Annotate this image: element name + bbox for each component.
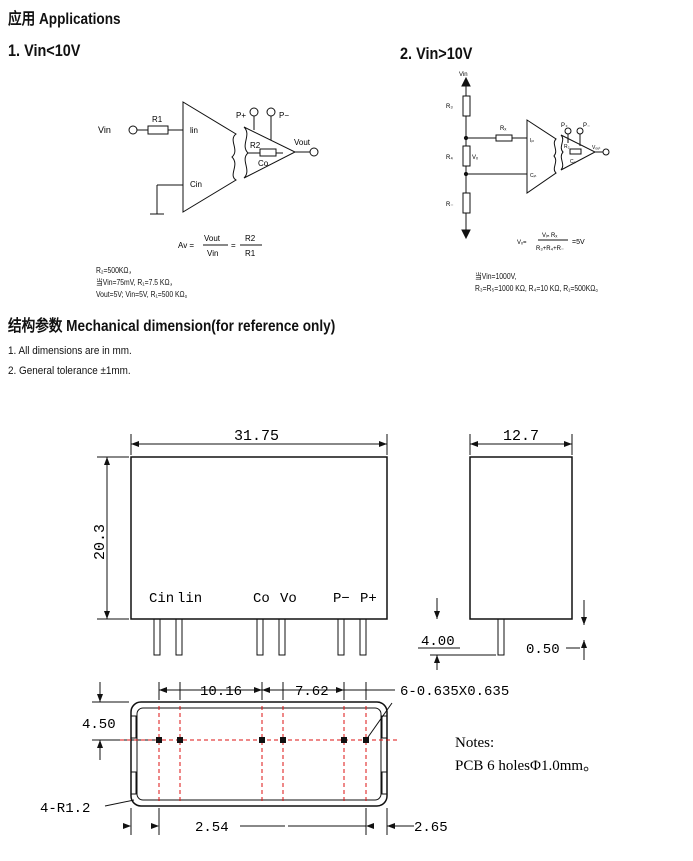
- c2-formula-lhs: Vₓ=: [517, 240, 527, 246]
- c1-pminus-label: P−: [279, 111, 289, 120]
- dim-width: 31.75: [234, 428, 279, 445]
- bottom-view-body: [130, 701, 388, 807]
- c2-vout-label: Vₒᵤₜ: [592, 145, 601, 151]
- c2-r5-label: R₋: [446, 202, 454, 208]
- dim-edge-x1: 2.54: [195, 820, 229, 836]
- pin-label-lin: lin: [177, 591, 202, 607]
- mechanical-heading: 结构参数 Mechanical dimension(for reference …: [8, 318, 336, 335]
- c2-co-label: Cₒ: [570, 159, 576, 165]
- c2-formula-num: Vᵢₙ Rₓ: [542, 233, 557, 239]
- c1-r2-label: R2: [250, 141, 261, 150]
- mech-note-2: 2. General tolerance ±1mm.: [8, 365, 131, 377]
- c2-note1: 当Vin=1000V,: [475, 272, 517, 281]
- dim-pin-length: 4.00: [421, 634, 455, 650]
- c1-lin-label: lin: [190, 126, 198, 135]
- dim-pitch-2: 7.62: [295, 684, 329, 700]
- dim-holes: 6-0.635X0.635: [400, 684, 509, 700]
- c1-formula-av: Av =: [178, 241, 194, 250]
- dim-pitch-1: 10.16: [200, 684, 242, 700]
- c1-formula-num1: Vout: [204, 234, 221, 243]
- c1-co-label: Co: [258, 159, 269, 168]
- c2-vin-label: Vin: [459, 72, 468, 78]
- c2-vx-label: Vₓ: [472, 155, 478, 161]
- c2-cin-label: Cᵢₙ: [530, 173, 536, 179]
- c2-formula-den: R₃+R₄+R₋: [536, 246, 564, 252]
- pin-holes: [156, 737, 369, 743]
- c1-pplus-label: P+: [236, 111, 246, 120]
- c2-pplus-label: P₊: [561, 123, 568, 129]
- pin-centerlines: [120, 706, 400, 802]
- dim-height: 20.3: [92, 524, 109, 560]
- pin-label-pplus: P+: [360, 591, 377, 607]
- c1-cin-label: Cin: [190, 180, 202, 189]
- dim-edge-y: 4.50: [82, 717, 116, 733]
- c2-formula-rhs: =5V: [572, 239, 585, 246]
- case2-title: 2. Vin>10V: [400, 44, 473, 63]
- case1-title: 1. Vin<10V: [8, 41, 81, 60]
- c1-vout-label: Vout: [294, 138, 311, 147]
- c2-r3-label: R₃: [446, 104, 453, 110]
- pcb-notes-title: Notes:: [455, 735, 494, 751]
- c1-note1: R₂=500KΩ，: [96, 266, 136, 275]
- mech-note-1: 1. All dimensions are in mm.: [8, 345, 132, 357]
- c1-formula-num2: R2: [245, 234, 256, 243]
- pin-label-co: Co: [253, 591, 270, 607]
- c2-lin-label: Iᵢₙ: [530, 138, 534, 144]
- dim-depth: 12.7: [503, 428, 539, 445]
- dim-pin-width: 0.50: [526, 642, 560, 658]
- c2-pminus-label: P₋: [583, 123, 590, 129]
- c1-r1-label: R1: [152, 115, 163, 124]
- c1-note2: 当Vin=75mV, R₁=7.5 KΩ，: [96, 278, 177, 287]
- c2-note2: R₃=R₅=1000 KΩ, R₄=10 KΩ, R₁=500KΩ。: [475, 284, 603, 293]
- pin-label-vo: Vo: [280, 591, 297, 607]
- c2-r2-label: R₂: [564, 144, 570, 150]
- side-view-body: [469, 456, 573, 620]
- c2-rx-label: Rₓ: [500, 126, 506, 132]
- applications-heading: 应用 Applications: [8, 11, 121, 28]
- c2-r4-label: R₄: [446, 155, 453, 161]
- c1-note3: Vout=5V; Vin=5V, R₁=500 KΩ。: [96, 290, 192, 299]
- pcb-notes-line: PCB 6 holesΦ1.0mm。: [455, 758, 598, 774]
- c1-formula-eq: =: [231, 241, 236, 250]
- dim-radius: 4-R1.2: [40, 801, 90, 817]
- pin-label-cin: Cin: [149, 591, 174, 607]
- dim-edge-x2: 2.65: [414, 820, 448, 836]
- c1-vin-label: Vin: [98, 125, 111, 135]
- c1-formula-den1: Vin: [207, 249, 218, 258]
- pin-label-pminus: P−: [333, 591, 350, 607]
- c1-formula-den2: R1: [245, 249, 256, 258]
